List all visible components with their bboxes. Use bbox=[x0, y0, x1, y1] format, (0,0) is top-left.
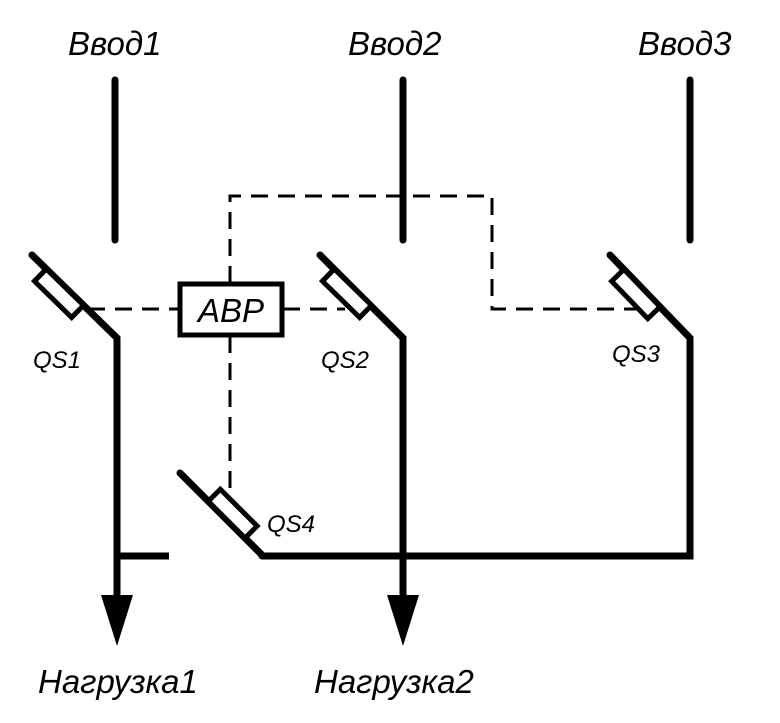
switch-label-qs4: QS4 bbox=[267, 511, 315, 538]
load-arrow-1-icon bbox=[101, 595, 133, 646]
switch-qs4: QS4 bbox=[176, 469, 315, 560]
switch-qs1: QS1 bbox=[28, 251, 169, 614]
switch-label-qs2: QS2 bbox=[321, 347, 369, 374]
input-label-1: Ввод1 bbox=[68, 25, 161, 62]
input-label-3: Ввод3 bbox=[638, 25, 732, 62]
control-link-qs3 bbox=[228, 194, 640, 311]
ats-controller: АВР bbox=[177, 281, 285, 338]
switch-label-qs1: QS1 bbox=[33, 347, 81, 374]
fuse-icon bbox=[30, 265, 88, 321]
switch-qs3: QS3 bbox=[258, 251, 694, 560]
fuse-icon bbox=[318, 265, 376, 321]
fuse-icon bbox=[204, 485, 261, 542]
load-label-2: Нагрузка2 bbox=[314, 663, 474, 700]
input-label-2: Ввод2 bbox=[348, 25, 441, 62]
fuse-icon bbox=[608, 265, 664, 323]
ats-label: АВР bbox=[196, 292, 264, 329]
switch-label-qs3: QS3 bbox=[612, 341, 661, 368]
load-label-1: Нагрузка1 bbox=[38, 663, 198, 700]
switch-qs2: QS2 bbox=[316, 251, 407, 614]
load-arrow-2-icon bbox=[387, 595, 419, 646]
control-links bbox=[88, 194, 640, 495]
